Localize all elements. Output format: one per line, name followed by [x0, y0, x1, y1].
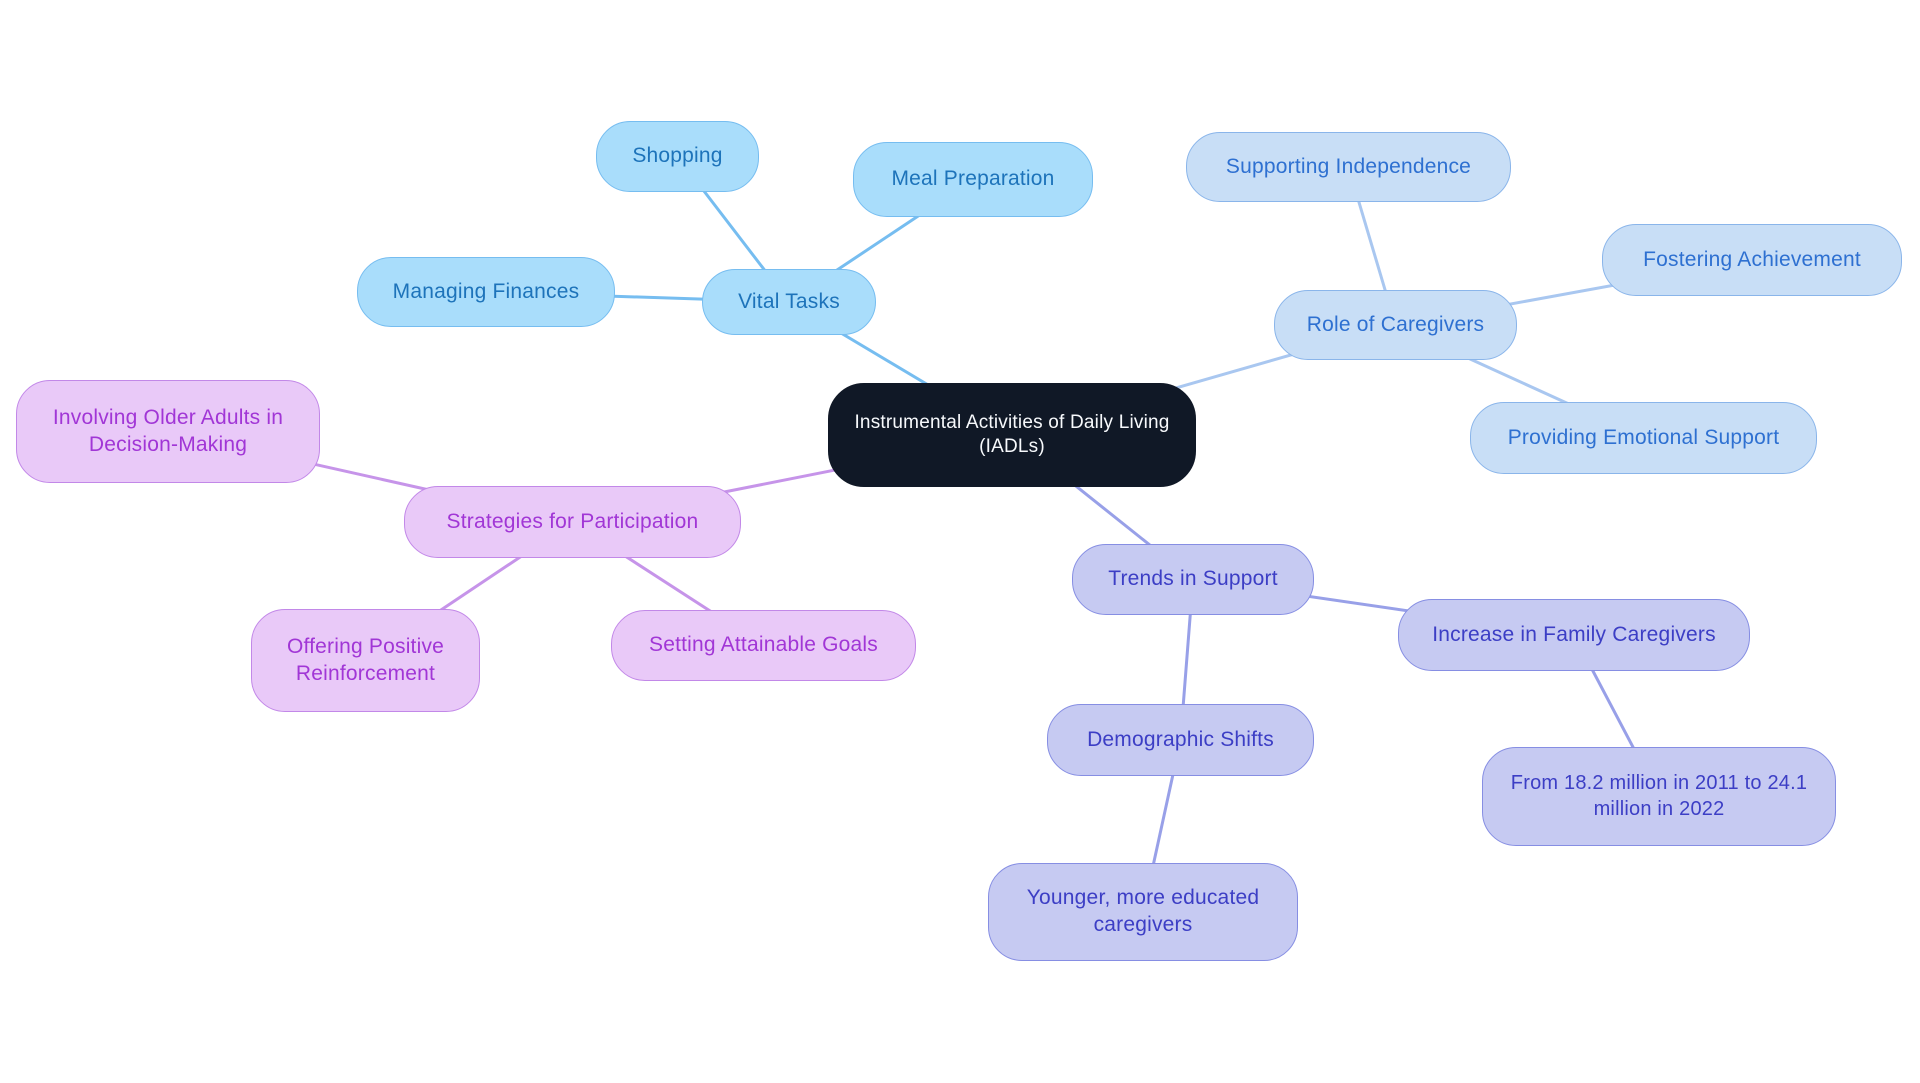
fostering-achievement-node[interactable]: Fostering Achievement — [1602, 224, 1902, 296]
node-label: Strategies for Participation — [446, 509, 699, 533]
vital-tasks-node[interactable]: Vital Tasks — [702, 269, 876, 335]
node-label: Instrumental Activities of Daily Living … — [854, 411, 1170, 457]
shopping-node[interactable]: Shopping — [596, 121, 759, 192]
node-label: Managing Finances — [392, 279, 580, 303]
node-label: Vital Tasks — [738, 289, 840, 313]
setting-attainable-goals-node[interactable]: Setting Attainable Goals — [611, 610, 916, 681]
younger-caregivers-node[interactable]: Younger, more educated caregivers — [988, 863, 1298, 961]
node-label: Shopping — [632, 144, 723, 168]
node-label: Role of Caregivers — [1306, 312, 1485, 336]
trends-in-support-node[interactable]: Trends in Support — [1072, 544, 1314, 615]
node-label: Fostering Achievement — [1643, 247, 1861, 271]
role-of-caregivers-node[interactable]: Role of Caregivers — [1274, 290, 1517, 360]
node-label: Offering Positive Reinforcement — [286, 634, 445, 685]
node-label: Demographic Shifts — [1087, 727, 1274, 751]
node-label: Increase in Family Caregivers — [1432, 622, 1716, 646]
increase-family-caregivers-node[interactable]: Increase in Family Caregivers — [1398, 599, 1750, 671]
offering-positive-reinforcement-node[interactable]: Offering Positive Reinforcement — [251, 609, 480, 712]
strategies-for-participation-node[interactable]: Strategies for Participation — [404, 486, 741, 558]
central-node[interactable]: Instrumental Activities of Daily Living … — [828, 383, 1196, 487]
demographic-shifts-node[interactable]: Demographic Shifts — [1047, 704, 1314, 776]
caregiver-statistic-node[interactable]: From 18.2 million in 2011 to 24.1 millio… — [1482, 747, 1836, 846]
providing-emotional-support-node[interactable]: Providing Emotional Support — [1470, 402, 1817, 474]
node-label: Meal Preparation — [891, 167, 1055, 191]
involving-older-adults-node[interactable]: Involving Older Adults in Decision-Makin… — [16, 380, 320, 483]
managing-finances-node[interactable]: Managing Finances — [357, 257, 615, 327]
supporting-independence-node[interactable]: Supporting Independence — [1186, 132, 1511, 202]
node-label: Providing Emotional Support — [1507, 425, 1780, 449]
node-label: Involving Older Adults in Decision-Makin… — [52, 405, 284, 456]
meal-preparation-node[interactable]: Meal Preparation — [853, 142, 1093, 217]
node-label: Supporting Independence — [1225, 154, 1472, 178]
node-label: From 18.2 million in 2011 to 24.1 millio… — [1510, 771, 1808, 820]
node-label: Setting Attainable Goals — [649, 633, 878, 657]
node-label: Younger, more educated caregivers — [1026, 886, 1260, 936]
node-label: Trends in Support — [1108, 567, 1278, 591]
